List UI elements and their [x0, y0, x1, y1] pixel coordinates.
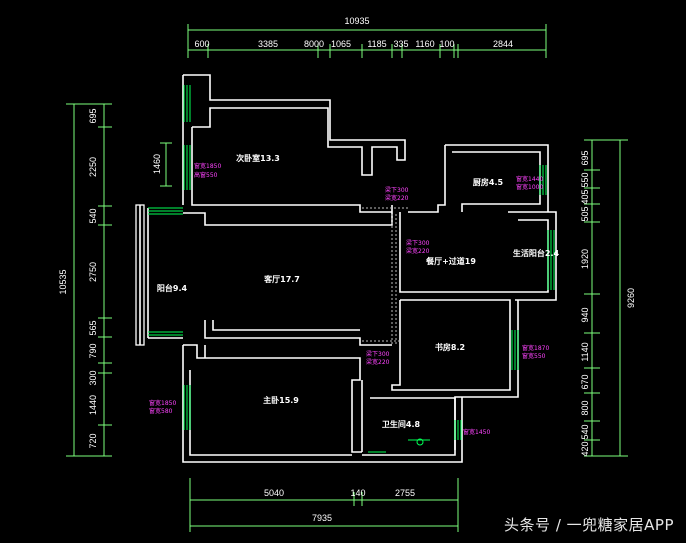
beam-note: 梁下300	[406, 239, 430, 247]
dim-left-seg: 2750	[88, 262, 98, 282]
dim-left-seg: 720	[88, 433, 98, 448]
dim-right-seg: 405	[580, 189, 590, 204]
dim-left-seg: 695	[88, 108, 98, 123]
dim-top-seg: 100	[439, 39, 454, 49]
window-note: 窗宽1850	[194, 162, 221, 170]
window-note: 窗宽1850	[149, 399, 176, 407]
dim-bottom-seg: 5040	[264, 488, 284, 498]
beam-lines	[362, 207, 408, 345]
dim-top-seg: 600	[194, 39, 209, 49]
beam-note: 梁宽220	[406, 247, 430, 255]
window-note: 窗宽1000	[516, 183, 543, 191]
dim-top-seg: 1160	[415, 39, 434, 49]
dim-top-seg: 1185	[367, 39, 386, 49]
dim-top-seg: 8000	[304, 39, 324, 49]
left-dimension-chain	[66, 103, 112, 457]
dim-top-total: 10935	[344, 16, 369, 26]
dim-right-seg: 670	[580, 374, 590, 389]
dim-left-seg: 1440	[88, 395, 98, 415]
dim-right-seg: 505	[580, 206, 590, 221]
right-dimension-chain	[584, 139, 628, 457]
room-label-utility-balcony: 生活阳台2.4	[513, 248, 560, 258]
dim-right-seg: 1140	[580, 342, 590, 361]
room-label-living: 客厅17.7	[263, 274, 300, 284]
dim-bottom-seg: 2755	[395, 488, 415, 498]
dim-left-seg: 2250	[88, 157, 98, 177]
window-note: 窗宽580	[149, 407, 173, 415]
top-dimension-chain	[187, 24, 547, 58]
dim-top-seg: 1065	[331, 39, 351, 49]
window-note: 窗宽1870	[522, 344, 549, 352]
dim-right-seg: 695	[580, 150, 590, 165]
balcony-window-frame	[135, 204, 145, 346]
dim-top-seg: 335	[393, 39, 408, 49]
window-note: 窗宽1450	[463, 428, 490, 436]
dim-right-seg: 540	[580, 424, 590, 439]
window-note: 窗宽1440	[516, 175, 543, 183]
dim-right-seg: 1920	[580, 249, 590, 269]
dim-bottom-total: 7935	[312, 513, 332, 523]
dim-right-seg: 800	[580, 400, 590, 415]
bathroom-fixtures	[368, 438, 430, 453]
room-label-dining: 餐厅+过道19	[425, 256, 476, 266]
dim-bottom-seg: 140	[350, 488, 365, 498]
interior-dimension	[160, 142, 172, 187]
room-label-main-bedroom: 主卧15.9	[263, 395, 299, 405]
room-label-kitchen: 厨房4.5	[473, 177, 504, 187]
dim-right-total: 9260	[626, 288, 636, 308]
room-label-study: 书房8.2	[435, 342, 465, 352]
dim-right-seg: 940	[580, 307, 590, 322]
room-label-balcony: 阳台9.4	[157, 283, 188, 293]
window-note: 高窗550	[194, 171, 218, 179]
dim-right-seg: 420	[580, 441, 590, 456]
room-label-bathroom: 卫生间4.8	[382, 419, 421, 429]
windows	[148, 85, 555, 440]
dim-top-seg: 2844	[493, 39, 513, 49]
dim-right-seg: 550	[580, 172, 590, 187]
beam-note: 梁下300	[385, 186, 409, 194]
watermark-text: 头条号 / 一兜糖家居APP	[504, 516, 674, 534]
dim-top-seg: 3385	[258, 39, 278, 49]
dim-left-seg: 300	[88, 370, 98, 385]
beam-note: 梁下300	[366, 350, 390, 358]
walls	[139, 74, 557, 463]
window-note: 窗宽550	[522, 352, 546, 360]
dim-left-seg: 540	[88, 208, 98, 223]
bottom-dimension-chain	[189, 478, 459, 532]
room-label-master: 次卧室13.3	[236, 153, 280, 163]
dim-interior-1460: 1460	[152, 154, 162, 174]
beam-note: 梁宽220	[366, 358, 390, 366]
dim-left-seg: 790	[88, 343, 98, 358]
dim-left-seg: 565	[88, 320, 98, 335]
dim-left-total: 10535	[58, 269, 68, 294]
beam-note: 梁宽220	[385, 194, 409, 202]
